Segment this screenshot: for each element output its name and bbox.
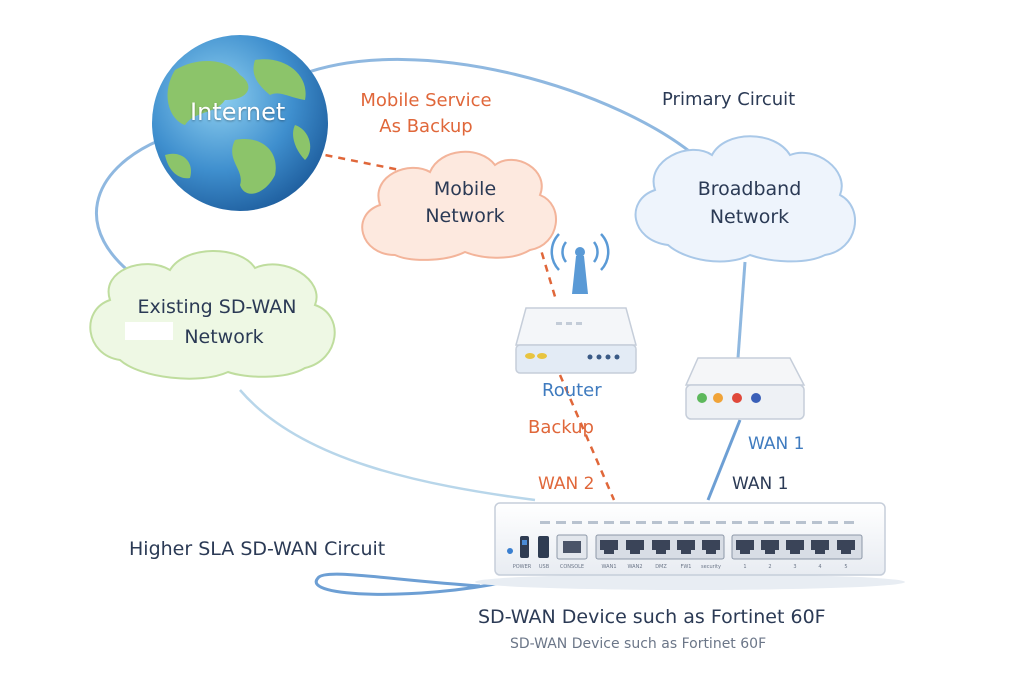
broadband-network-label: Broadband Network xyxy=(672,175,827,231)
globe-to-existing-line xyxy=(94,138,161,282)
existing-network-line1: Existing SD-WAN xyxy=(137,296,297,318)
mobile-service-backup-label: Mobile Service As Backup xyxy=(336,88,516,140)
mobile-cloud-icon xyxy=(361,150,557,261)
antenna-icon xyxy=(550,233,610,294)
vent-slots xyxy=(540,521,854,524)
mobile-to-router-dashed-line xyxy=(536,239,558,301)
port-label-dmz: DMZ xyxy=(655,564,667,570)
port-label-wan2: WAN2 xyxy=(627,564,642,570)
modem-to-device-line xyxy=(706,419,742,501)
port-label-security: security xyxy=(701,564,721,570)
port-label-2: 2 xyxy=(768,564,771,570)
router-icon xyxy=(515,307,637,374)
broadband-network-line1: Broadband xyxy=(697,178,802,200)
port-label-fw1: FW1 xyxy=(680,564,691,570)
router-label: Router xyxy=(542,380,602,401)
mobile-service-line2: As Backup xyxy=(379,116,473,137)
broadband-to-modem-line xyxy=(736,261,747,359)
mobile-network-line2: Network xyxy=(425,205,505,227)
device-subtitle: SD-WAN Device such as Fortinet 60F xyxy=(510,636,767,652)
sdwan-device-icon: POWER USB CONSOLE WAN1 WAN2 DMZ FW1 secu… xyxy=(475,502,905,590)
port-label-usb: USB xyxy=(539,564,550,570)
existing-sdwan-network-label: Existing SD-WAN Network xyxy=(112,292,322,352)
mobile-network-label: Mobile Network xyxy=(400,176,530,230)
internet-label: Internet xyxy=(190,98,286,126)
broadband-cloud-icon xyxy=(634,135,856,263)
port-label-console: CONSOLE xyxy=(560,564,584,570)
backup-label: Backup xyxy=(528,417,594,438)
wan1-blue-label: WAN 1 xyxy=(748,434,805,454)
broadband-network-line2: Network xyxy=(709,206,790,228)
port-label-1: 1 xyxy=(743,564,746,570)
wan1-label: WAN 1 xyxy=(732,474,789,494)
mobile-network-line1: Mobile xyxy=(433,178,497,200)
port-label-3: 3 xyxy=(793,564,796,570)
modem-icon xyxy=(684,357,806,420)
higher-sla-circuit-label: Higher SLA SD-WAN Circuit xyxy=(129,538,386,560)
mobile-service-line1: Mobile Service xyxy=(360,90,492,111)
router-to-device-dashed-line xyxy=(558,374,616,501)
port-labels: POWER USB CONSOLE WAN1 WAN2 DMZ FW1 secu… xyxy=(513,564,848,570)
globe-to-broadband-line xyxy=(299,57,701,162)
port-label-power: POWER xyxy=(513,564,532,570)
port-label-4: 4 xyxy=(818,564,821,570)
device-title: SD-WAN Device such as Fortinet 60F xyxy=(478,606,826,628)
wan2-label: WAN 2 xyxy=(538,474,595,494)
globe-icon xyxy=(152,35,328,211)
existing-network-line2: Network xyxy=(184,326,264,348)
higher-sla-circuit-line xyxy=(314,572,506,596)
existing-cloud-icon xyxy=(89,250,336,380)
primary-circuit-label: Primary Circuit xyxy=(662,89,796,110)
ethernet-ports xyxy=(600,540,855,554)
port-label-5: 5 xyxy=(844,564,847,570)
port-label-wan1: WAN1 xyxy=(601,564,616,570)
existing-to-device-line xyxy=(239,389,536,502)
